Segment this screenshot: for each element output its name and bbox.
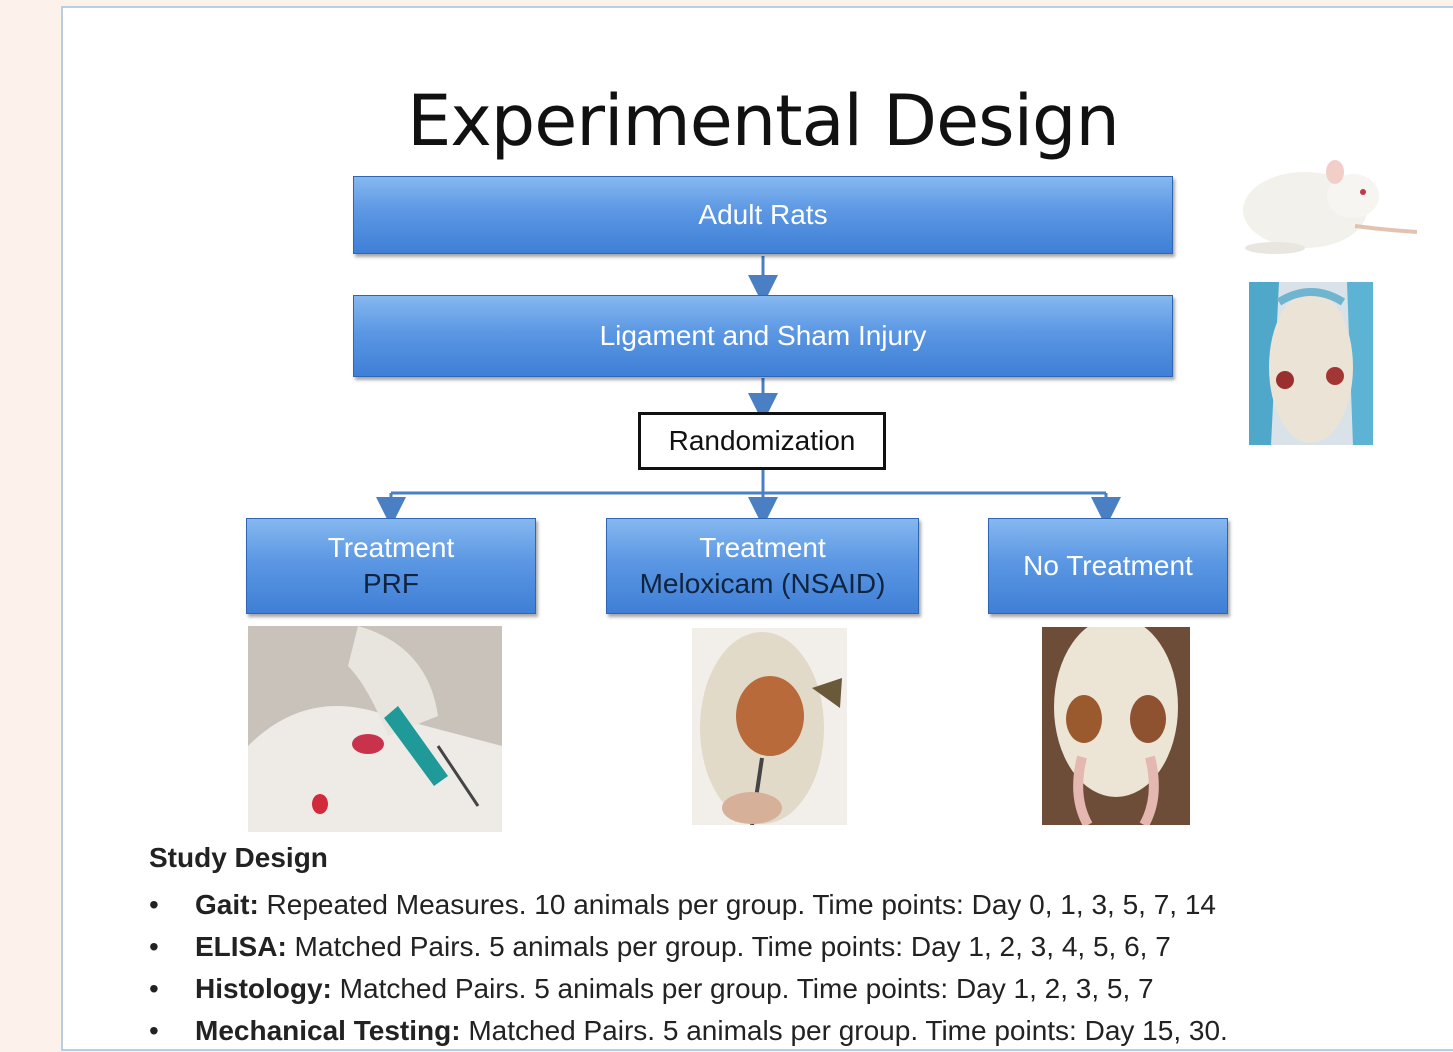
rat-photo [1235, 148, 1417, 256]
list-item-label: Gait: [195, 889, 259, 920]
group-meloxicam-sub: Meloxicam (NSAID) [640, 566, 886, 602]
adult-rats-box: Adult Rats [353, 176, 1173, 254]
list-item: ELISA: Matched Pairs. 5 animals per grou… [149, 926, 1409, 968]
study-design: Study Design Gait: Repeated Measures. 10… [149, 842, 1409, 1052]
list-item: Gait: Repeated Measures. 10 animals per … [149, 884, 1409, 926]
list-item-label: ELISA: [195, 931, 287, 962]
study-design-list: Gait: Repeated Measures. 10 animals per … [149, 884, 1409, 1052]
injury-label: Ligament and Sham Injury [600, 318, 927, 354]
injury-photo [1249, 282, 1373, 445]
group-meloxicam-box: Treatment Meloxicam (NSAID) [606, 518, 919, 614]
meloxicam-photo [692, 628, 847, 825]
injury-box: Ligament and Sham Injury [353, 295, 1173, 377]
list-item-label: Histology: [195, 973, 332, 1004]
list-item-text: Matched Pairs. 5 animals per group. Time… [461, 1015, 1228, 1046]
group-meloxicam-label: Treatment [699, 530, 826, 566]
list-item-label: Mechanical Testing: [195, 1015, 461, 1046]
list-item-text: Repeated Measures. 10 animals per group.… [259, 889, 1216, 920]
group-no-treatment-label: No Treatment [1023, 548, 1193, 584]
adult-rats-label: Adult Rats [698, 197, 827, 233]
list-item-text: Matched Pairs. 5 animals per group. Time… [287, 931, 1171, 962]
randomization-label: Randomization [669, 425, 856, 457]
study-design-title: Study Design [149, 842, 1409, 874]
group-prf-label: Treatment [328, 530, 455, 566]
no-treatment-photo [1042, 627, 1190, 825]
list-item-text: Matched Pairs. 5 animals per group. Time… [332, 973, 1154, 1004]
group-prf-box: Treatment PRF [246, 518, 536, 614]
list-item: Mechanical Testing: Matched Pairs. 5 ani… [149, 1010, 1409, 1052]
randomization-box: Randomization [638, 412, 886, 470]
group-prf-sub: PRF [363, 566, 419, 602]
list-item: Histology: Matched Pairs. 5 animals per … [149, 968, 1409, 1010]
slide: Experimental Design Adult Rats Ligament … [61, 6, 1453, 1051]
prf-photo [248, 626, 502, 832]
group-no-treatment-box: No Treatment [988, 518, 1228, 614]
